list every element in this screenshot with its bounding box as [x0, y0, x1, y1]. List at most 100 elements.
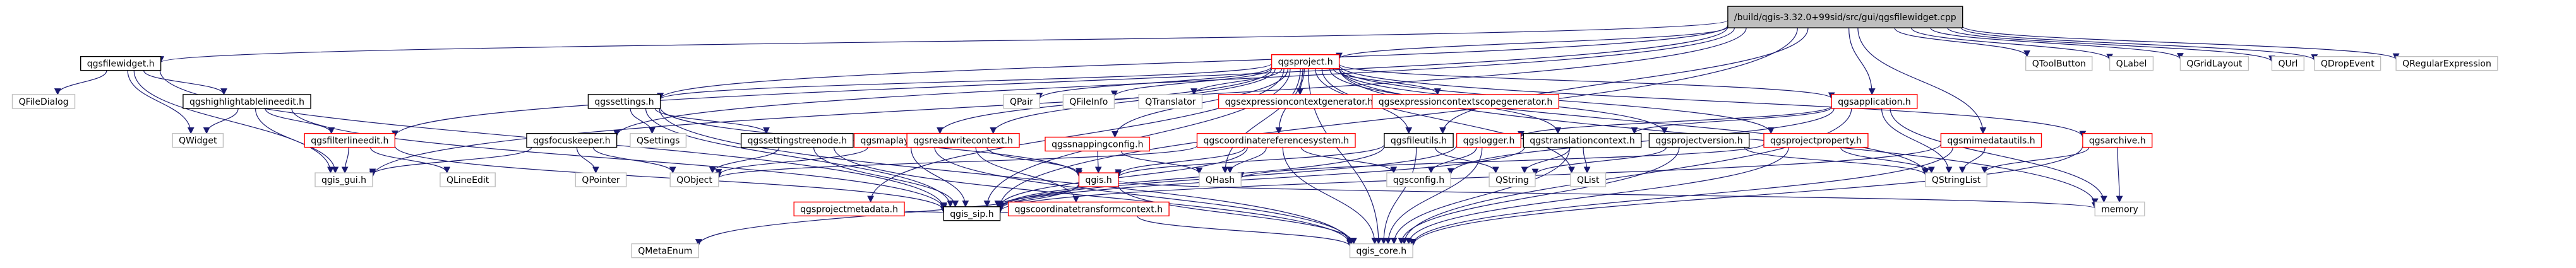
- edge-qgstranslationcontext_h-to-qgis_sip_h: [997, 147, 1525, 211]
- node-QPointer: QPointer: [575, 172, 627, 187]
- edge-qgsproject_h-to-QStringList: [1338, 67, 1929, 175]
- edge-qgstranslationcontext_h-to-qgis_core_h: [1390, 147, 1571, 245]
- node-label: QPointer: [582, 175, 620, 185]
- edge-qgsproject_h-to-qgsarchive_h: [1338, 64, 2087, 138]
- node-qgssettings-h[interactable]: qgssettings.h: [587, 94, 661, 109]
- node-label: qgsprojectproperty.h: [1770, 136, 1862, 146]
- node-QString: QString: [1489, 172, 1536, 187]
- node-label: QList: [1577, 175, 1600, 185]
- node-qgsprojectversion-h[interactable]: qgsprojectversion.h: [1648, 132, 1750, 148]
- edge-root-to-QUrl: [1947, 27, 2275, 62]
- node-root[interactable]: /build/qgis-3.32.0+99sid/src/gui/qgsfile…: [1727, 6, 1963, 28]
- edge-qgslogger_h-to-qgis_core_h: [1384, 147, 1483, 245]
- edges-layer: [54, 20, 2400, 247]
- node-label: qgis.h: [1085, 175, 1111, 185]
- node-qgsreadwritecontext-h[interactable]: qgsreadwritecontext.h: [906, 132, 1020, 148]
- edge-qgsapplication_h-to-QStringList: [1881, 108, 1953, 174]
- edge-qgshighlightablelineedit_h-to-qgis_gui_h: [255, 108, 339, 174]
- node-label: qgsproject.h: [1278, 57, 1333, 67]
- node-label: qgstranslationcontext.h: [1530, 136, 1634, 146]
- edge-root-to-qgsproject_h: [1336, 26, 1728, 60]
- node-qgsprojectmetadata-h[interactable]: qgsprojectmetadata.h: [793, 201, 905, 217]
- node-label: qgslogger.h: [1463, 136, 1515, 146]
- node-qgstranslationcontext-h[interactable]: qgstranslationcontext.h: [1523, 132, 1642, 148]
- edge-root-to-qgis_gui_h: [369, 28, 1747, 178]
- node-qgsfocuskeeper-h[interactable]: qgsfocuskeeper.h: [526, 132, 618, 148]
- node-qgssnappingconfig-h[interactable]: qgssnappingconfig.h: [1045, 136, 1151, 152]
- node-QMetaEnum: QMetaEnum: [631, 243, 699, 259]
- edge-qgscoordinatereferencesystem_h-to-qgis_h: [1115, 147, 1245, 177]
- edge-root-to-qgsfocuskeeper_h: [613, 28, 1735, 137]
- edge-qgssettings_h-to-QSettings: [630, 108, 656, 134]
- edge-qgsfilterlineedit_h-to-qgis_sip_h: [394, 145, 947, 211]
- node-label: QSettings: [637, 136, 680, 146]
- node-qgsarchive-h[interactable]: qgsarchive.h: [2082, 132, 2153, 148]
- node-label: qgscoordinatereferencesystem.h: [1204, 136, 1350, 146]
- edge-qgsprojectproperty_h-to-qgis_core_h: [1405, 147, 1789, 245]
- node-label: qgsapplication.h: [1838, 97, 1911, 107]
- node-label: qgsmimedatautils.h: [1947, 136, 2035, 146]
- node-label: qgsprojectmetadata.h: [800, 204, 898, 214]
- edge-qgsapplication_h-to-qgslogger_h: [1518, 105, 1832, 138]
- node-qgsapplication-h[interactable]: qgsapplication.h: [1831, 94, 1918, 109]
- node-qgsproject-h[interactable]: qgsproject.h: [1271, 54, 1340, 69]
- edge-qgsfocuskeeper_h-to-qgis_gui_h: [369, 147, 532, 176]
- edge-qgsfileutils_h-to-qgis_sip_h: [997, 146, 1385, 210]
- node-label: QStringList: [1932, 175, 1981, 185]
- edge-qgsapplication_h-to-memory: [1890, 108, 2107, 203]
- node-qgscoordinatetransformcontext-h[interactable]: qgscoordinatetransformcontext.h: [1007, 201, 1170, 217]
- edge-root-to-qgsfilewidget_h: [157, 20, 1728, 63]
- node-qgsexpressioncontextgenerator-h[interactable]: qgsexpressioncontextgenerator.h: [1218, 94, 1380, 109]
- edge-qgsapplication_h-to-qgsconfig_h: [1447, 108, 1835, 175]
- node-qgslogger-h[interactable]: qgslogger.h: [1456, 132, 1522, 148]
- node-label: QLineEdit: [446, 175, 489, 185]
- node-label: QRegularExpression: [2402, 59, 2491, 69]
- node-label: QTranslator: [1145, 97, 1196, 107]
- edge-qgsfilterlineedit_h-to-QLineEdit: [370, 147, 451, 174]
- edge-qgsproject_h-to-qgssettings_h: [657, 63, 1273, 100]
- node-label: /build/qgis-3.32.0+99sid/src/gui/qgsfile…: [1734, 13, 1956, 23]
- node-qgsprojectproperty-h[interactable]: qgsprojectproperty.h: [1763, 132, 1869, 148]
- edge-root-to-qgsfileutils_h: [1439, 28, 1809, 134]
- edge-qgshighlightablelineedit_h-to-qgis_sip_h: [291, 108, 947, 210]
- edge-qgscoordinatereferencesystem_h-to-qgis_core_h: [1282, 147, 1379, 245]
- node-qgsfilterlineedit-h[interactable]: qgsfilterlineedit.h: [304, 132, 396, 148]
- node-qgis-h[interactable]: qgis.h: [1078, 172, 1119, 187]
- node-label: qgis_core.h: [1356, 247, 1406, 257]
- node-qgsexpressioncontextscopegenerator-h[interactable]: qgsexpressioncontextscopegenerator.h: [1371, 94, 1559, 109]
- node-QDropEvent: QDropEvent: [2314, 55, 2381, 71]
- node-label: qgsfileutils.h: [1391, 136, 1447, 146]
- node-QSettings: QSettings: [630, 132, 687, 148]
- node-qgis-sip-h[interactable]: qgis_sip.h: [943, 206, 1001, 221]
- node-label: QGridLayout: [2186, 59, 2243, 69]
- node-qgsmimedatautils-h[interactable]: qgsmimedatautils.h: [1940, 132, 2042, 148]
- node-QLabel: QLabel: [2109, 55, 2154, 71]
- edge-qgsfilterlineedit_h-to-qgis_gui_h: [341, 147, 349, 174]
- edge-qgsmaplayerstore_h-to-qgis_sip_h: [911, 147, 969, 207]
- node-label: QPair: [1010, 97, 1033, 107]
- node-label: qgsexpressioncontextscopegenerator.h: [1379, 97, 1553, 107]
- edge-root-to-QRegularExpression: [1962, 25, 2400, 61]
- node-label: qgis_sip.h: [950, 209, 993, 219]
- node-qgsfilewidget-h[interactable]: qgsfilewidget.h: [80, 55, 162, 71]
- node-QHash: QHash: [1199, 172, 1242, 187]
- node-QGridLayout: QGridLayout: [2179, 55, 2250, 71]
- edge-root-to-qgssettings_h: [657, 25, 1728, 100]
- node-label: QObject: [676, 175, 712, 185]
- edge-qgscoordinatereferencesystem_h-to-qgsconfig_h: [1300, 147, 1398, 174]
- node-QLineEdit: QLineEdit: [440, 172, 496, 187]
- node-label: qgis_gui.h: [321, 175, 366, 185]
- edge-qgsmaplayerstore_h-to-QObject: [715, 147, 868, 176]
- node-label: QString: [1495, 175, 1529, 185]
- edge-qgsfilewidget_h-to-qgis_gui_h: [133, 70, 334, 174]
- node-QUrl: QUrl: [2271, 55, 2304, 71]
- edge-qgssettings_h-to-qgis_core_h: [659, 108, 1353, 245]
- node-qgshighlightablelineedit-h[interactable]: qgshighlightablelineedit.h: [183, 94, 311, 109]
- node-qgssettingstreenode-h[interactable]: qgssettingstreenode.h: [740, 132, 854, 148]
- edge-qgsfileutils_h-to-qgis_h: [1115, 144, 1385, 178]
- node-qgscoordinatereferencesystem-h[interactable]: qgscoordinatereferencesystem.h: [1196, 132, 1356, 148]
- node-qgsfileutils-h[interactable]: qgsfileutils.h: [1384, 132, 1454, 148]
- node-label: QHash: [1206, 175, 1235, 185]
- edge-qgsproject_h-to-qgsprojectmetadata_h: [867, 68, 1285, 203]
